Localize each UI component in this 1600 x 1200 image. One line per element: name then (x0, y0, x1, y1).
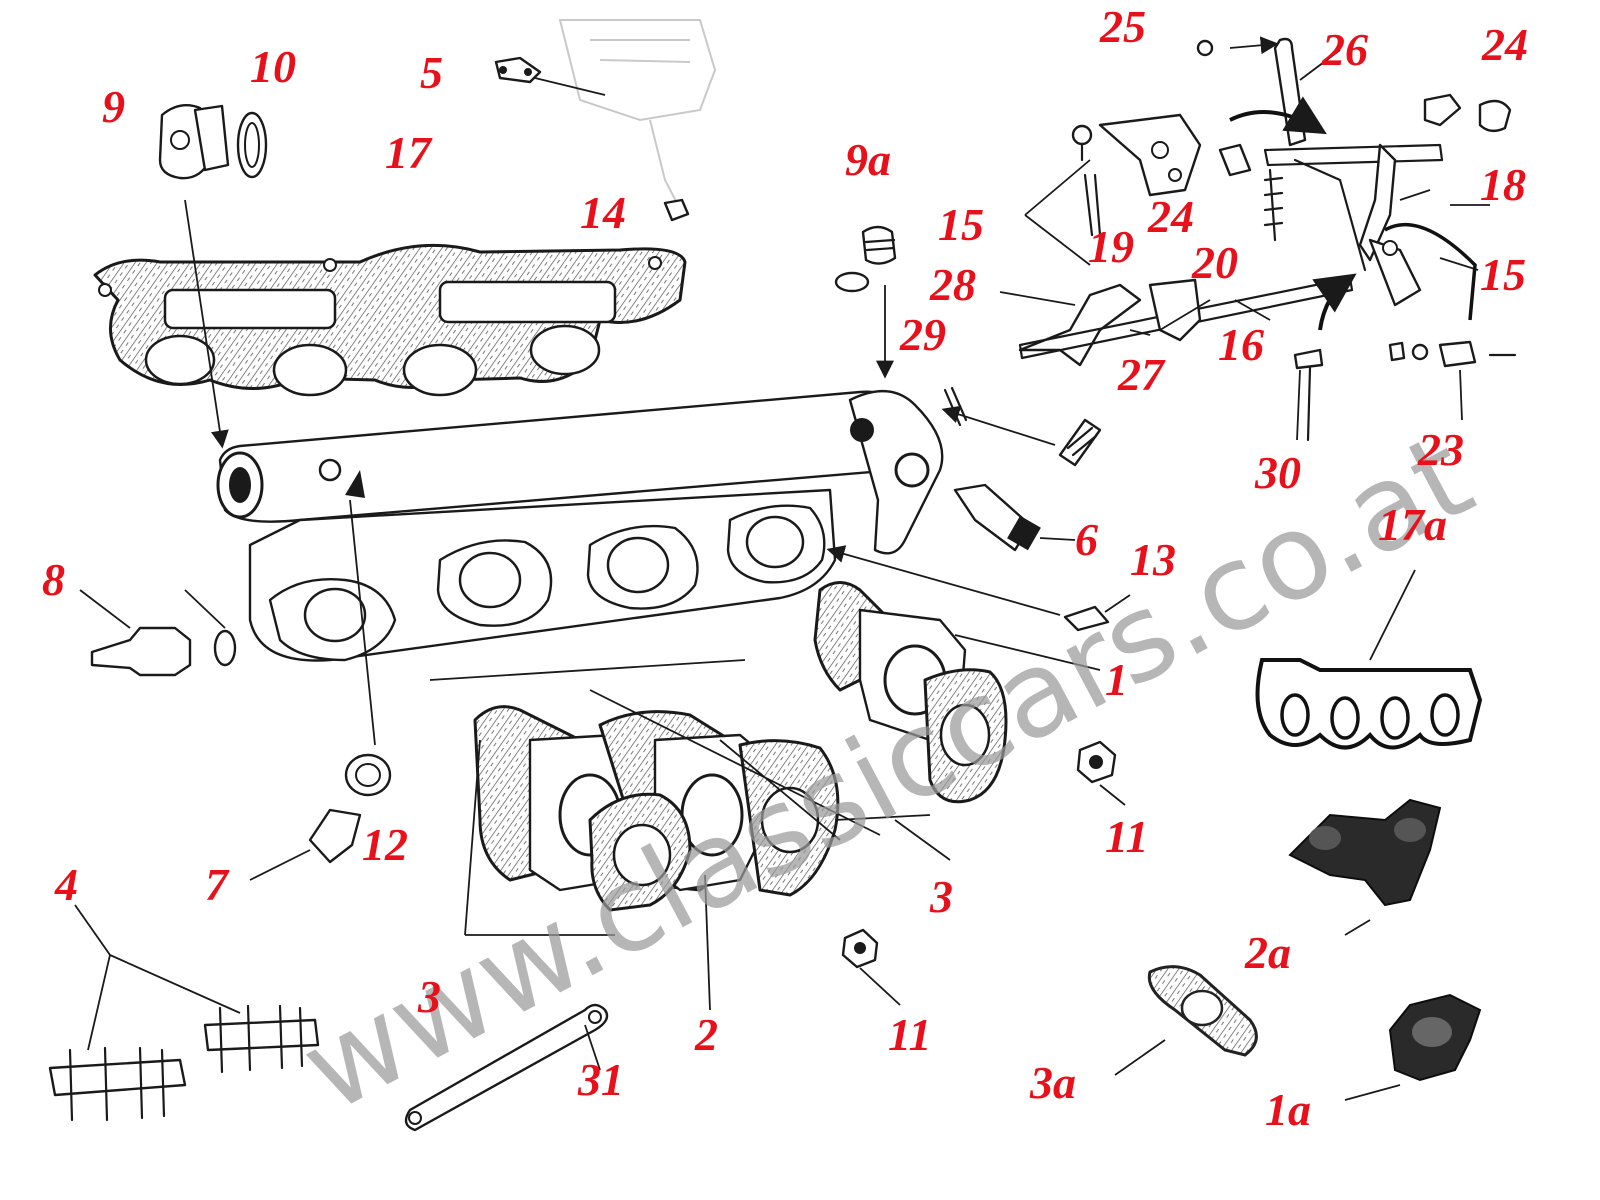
manifold-gasket-17 (93, 243, 687, 397)
callout-31: 31 (577, 1054, 624, 1105)
throttle-linkage (1018, 36, 1517, 442)
callout-16: 16 (1218, 319, 1264, 370)
callout-14: 14 (580, 187, 626, 238)
plug-9 (158, 104, 230, 180)
stud-plate-4 (48, 1004, 320, 1122)
callout-3a: 3a (1029, 1057, 1076, 1108)
gasket-3a (1147, 965, 1258, 1057)
callout-1a: 1a (1265, 1084, 1311, 1135)
washer-10 (236, 111, 268, 179)
callout-9a: 9a (845, 134, 891, 185)
callout-4: 4 (54, 859, 78, 910)
callout-5: 5 (420, 47, 443, 98)
carb-spacer-2-cluster (473, 705, 840, 912)
callout-26: 26 (1321, 24, 1368, 75)
stud-29-fitted (943, 386, 968, 427)
callout-11-bottom: 11 (888, 1009, 931, 1060)
stud-29 (1058, 418, 1102, 467)
callout-23: 23 (1417, 424, 1464, 475)
callout-1: 1 (1105, 654, 1128, 705)
spacer-2a (1288, 798, 1442, 907)
clip-5 (494, 56, 542, 84)
nut-11-upper (1076, 740, 1117, 784)
callout-3-right: 3 (929, 871, 953, 922)
rod-31 (404, 1003, 609, 1132)
callout-28: 28 (929, 259, 976, 310)
callout-10: 10 (250, 41, 296, 92)
callout-25: 25 (1099, 1, 1146, 52)
callout-9: 9 (102, 81, 125, 132)
plug-9a (834, 225, 897, 293)
callout-19: 19 (1088, 221, 1134, 272)
callout-15-right: 15 (1480, 249, 1526, 300)
callout-labels: 1 1a 2 2a 3 3 3 3a 4 5 6 7 8 9 9a 10 11 … (42, 1, 1528, 1135)
callout-7: 7 (205, 859, 230, 910)
union-8 (90, 626, 237, 677)
callout-2a: 2a (1244, 927, 1291, 978)
carburettor-outline (558, 19, 717, 206)
nut-14 (663, 198, 690, 222)
callout-20: 20 (1191, 237, 1238, 288)
callout-2: 2 (694, 1009, 718, 1060)
callout-18: 18 (1480, 159, 1526, 210)
callout-29: 29 (899, 309, 946, 360)
callout-3-left: 3 (417, 971, 441, 1022)
inlet-manifold (216, 389, 944, 662)
nut-11-lower (841, 928, 879, 969)
carb-spacer-1 (813, 581, 1008, 804)
callout-24-center: 24 (1147, 191, 1194, 242)
callout-15-left: 15 (938, 199, 984, 250)
callout-27: 27 (1117, 349, 1166, 400)
bolt-13 (1063, 605, 1110, 632)
gasket-17a (1255, 658, 1483, 750)
callout-11-right: 11 (1105, 811, 1148, 862)
callout-12: 12 (362, 819, 408, 870)
callout-30: 30 (1254, 447, 1301, 498)
callout-13: 13 (1130, 534, 1176, 585)
flange-1a (1388, 993, 1482, 1082)
callout-8: 8 (42, 554, 65, 605)
callout-17: 17 (385, 127, 433, 178)
callout-17a: 17a (1378, 499, 1447, 550)
callout-24-right: 24 (1481, 19, 1528, 70)
callout-6: 6 (1075, 514, 1098, 565)
sensor-6 (953, 483, 1041, 552)
union-7 (308, 808, 362, 864)
